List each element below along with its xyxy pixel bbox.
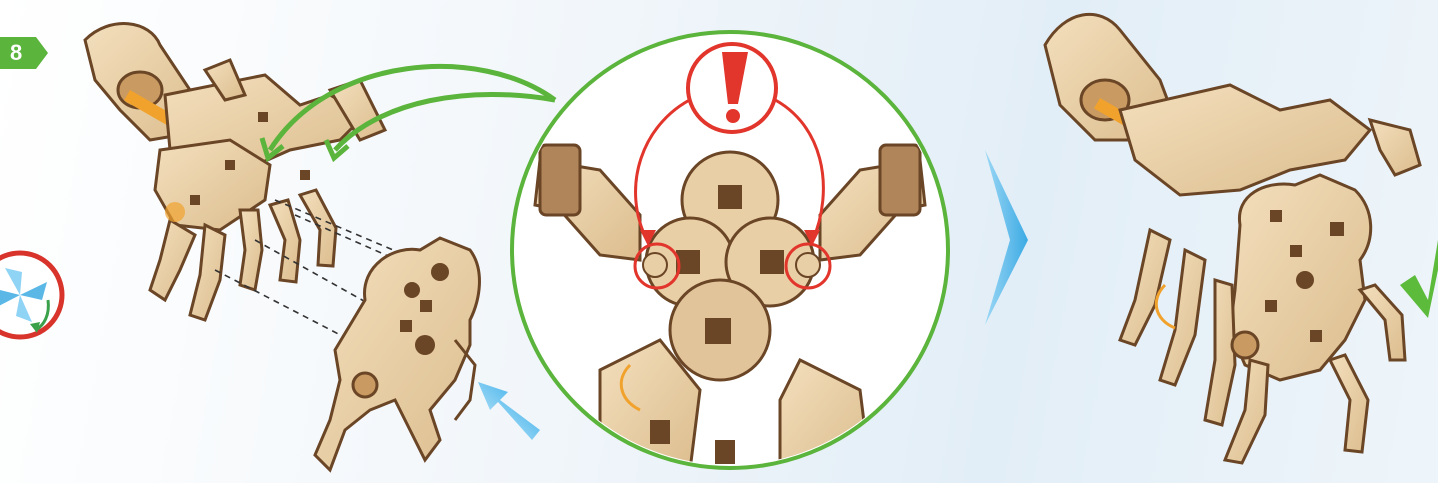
pinwheel-fan-icon xyxy=(0,253,62,337)
exclamation-icon xyxy=(688,44,776,132)
checkmark-icon xyxy=(1400,240,1438,318)
blue-arrow-icon xyxy=(478,382,540,440)
magnified-detail-view xyxy=(512,32,948,470)
chevron-right-icon xyxy=(985,150,1028,325)
completed-assembly-illustration xyxy=(1045,14,1420,463)
partial-assembly-illustration xyxy=(85,24,385,320)
body-plate-part xyxy=(315,238,479,470)
